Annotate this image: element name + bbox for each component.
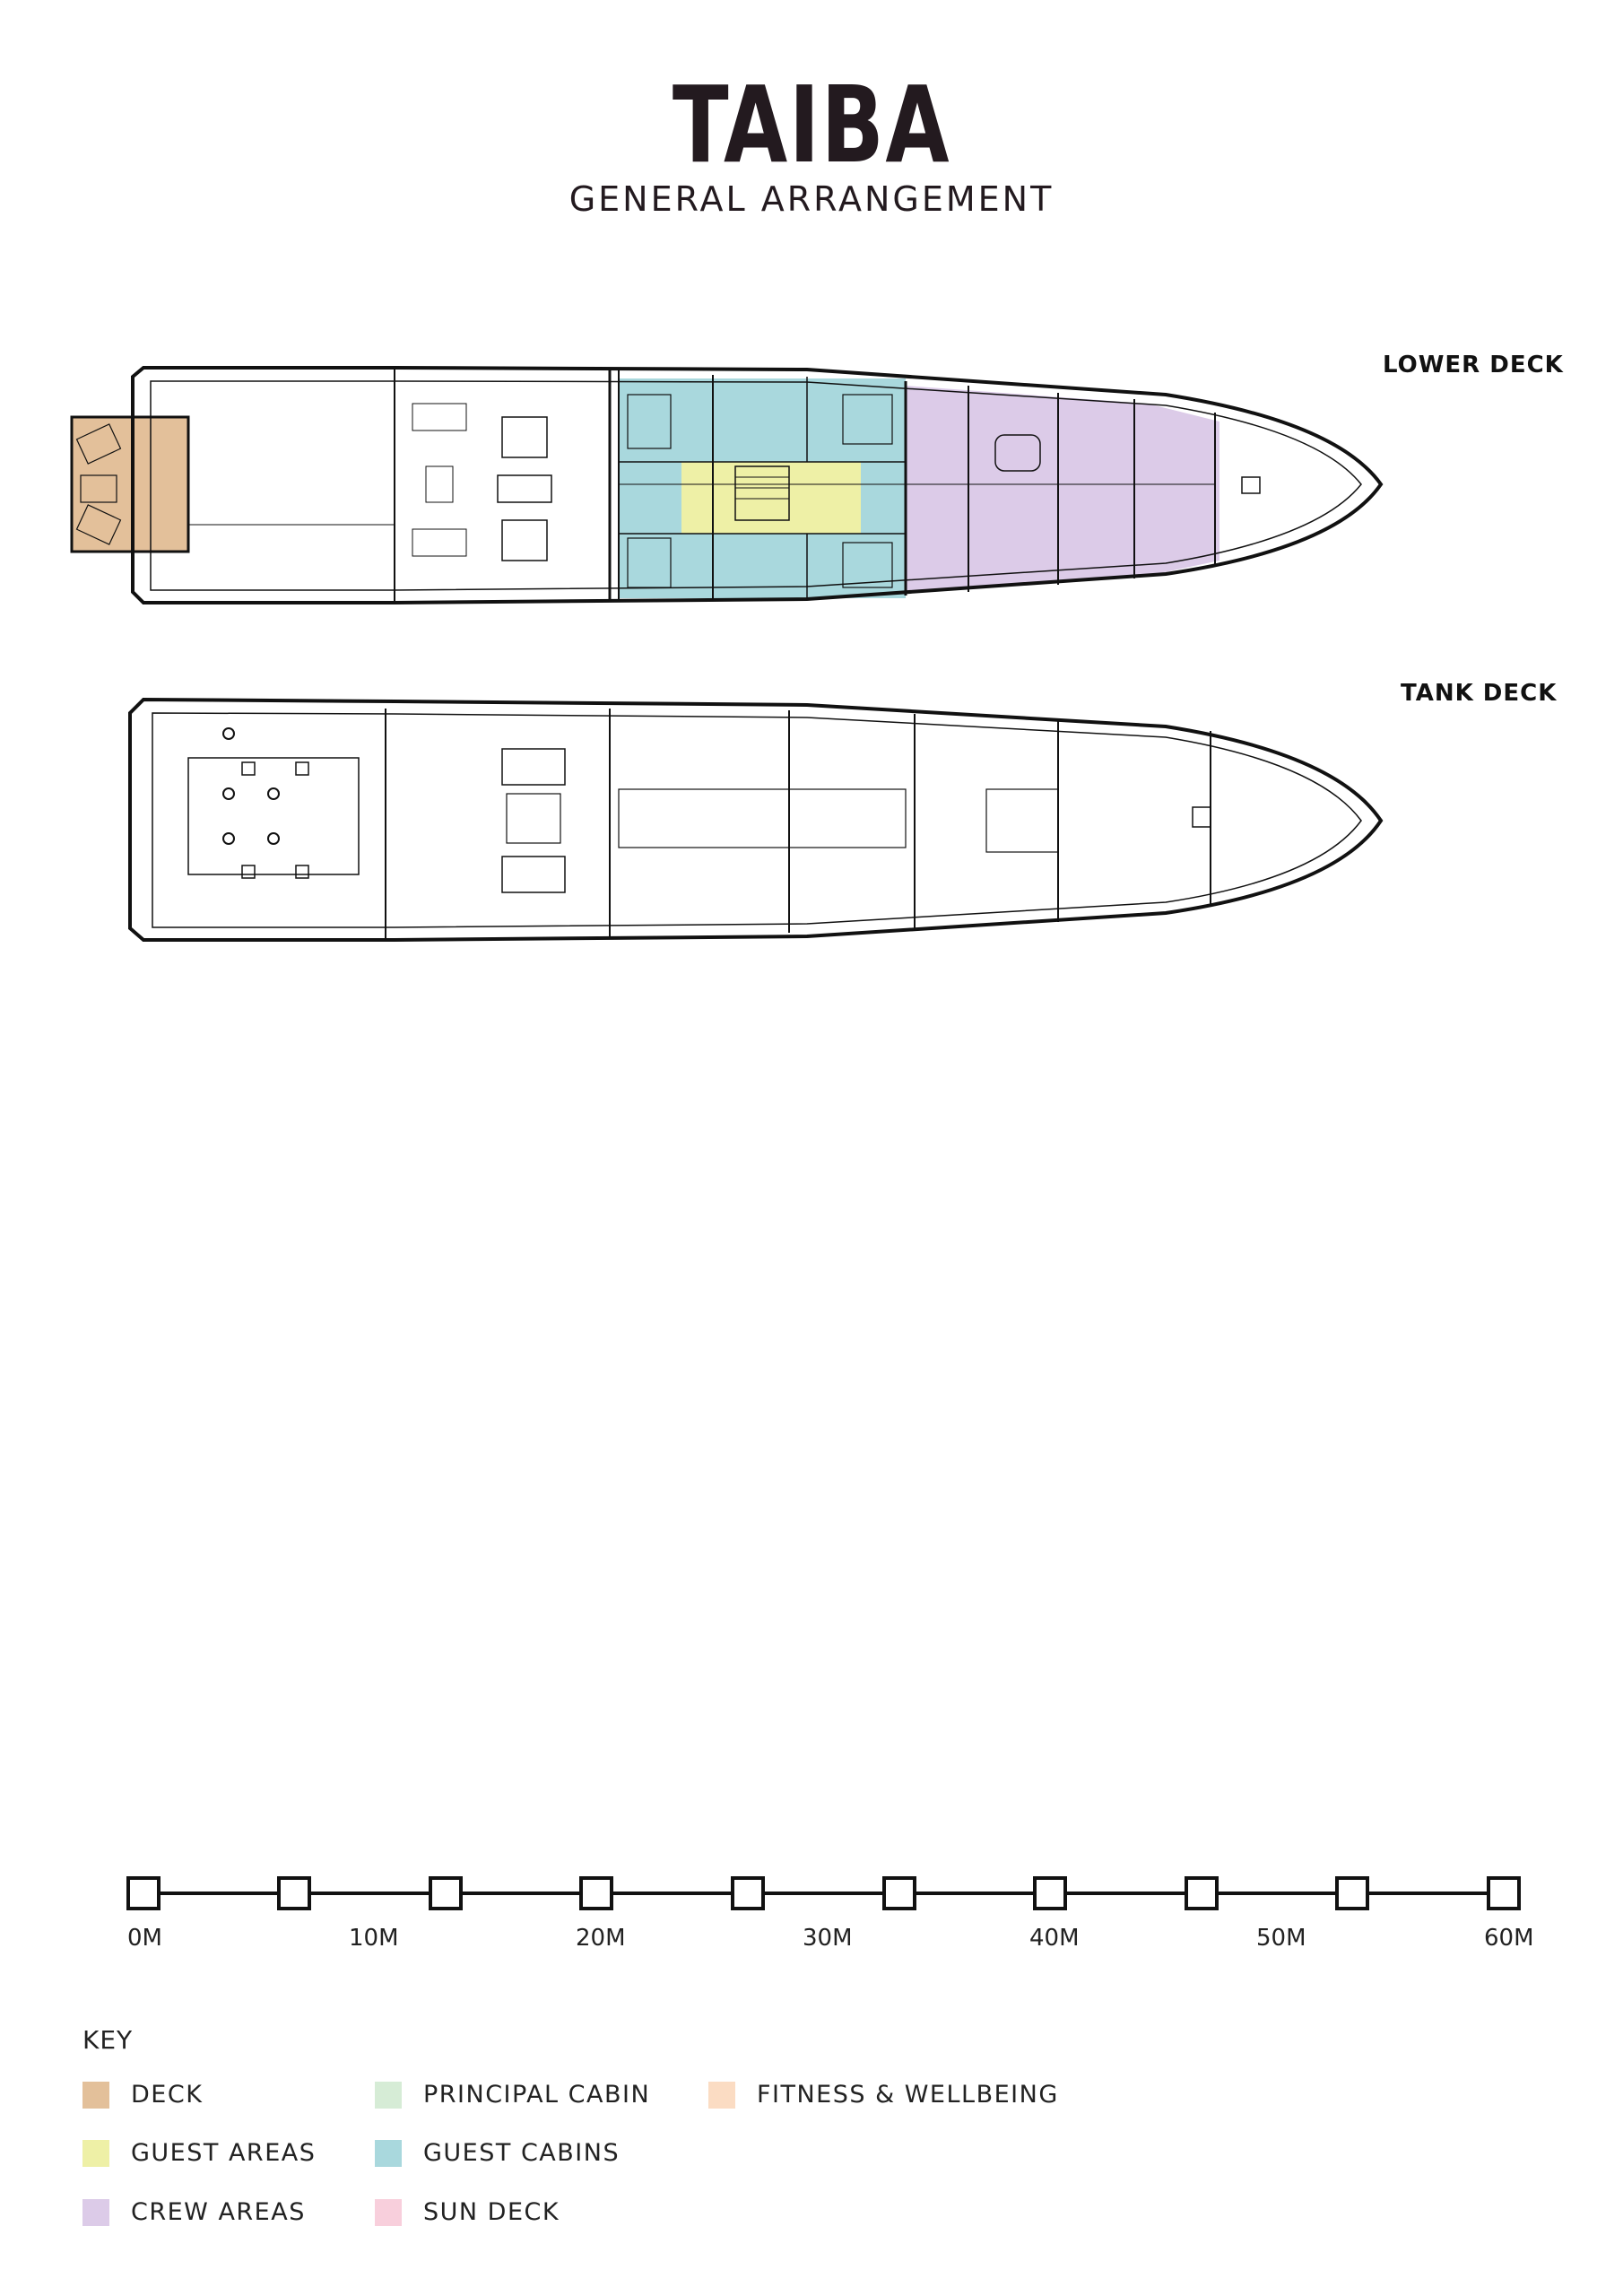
key-label: GUEST AREAS [131,2139,317,2167]
key-swatch [82,2198,109,2226]
key-item-guest-areas: GUEST AREAS [82,2139,316,2167]
scale-bar [126,1876,1521,1910]
scale-label-0m: 0M [127,1925,162,1952]
key-item-fitness-wellbeing: FITNESS & WELLBEING [708,2081,1059,2109]
lower-deck-hull [131,366,1384,604]
key-label: GUEST CABINS [423,2139,621,2167]
key-label: PRINCIPAL CABIN [423,2081,651,2109]
key-label: FITNESS & WELLBEING [757,2081,1059,2109]
key-swatch [375,2139,402,2167]
key-swatch [375,2081,402,2109]
key-item-principal-cabin: PRINCIPAL CABIN [375,2081,650,2109]
scale-label-30m: 30M [803,1925,853,1952]
scale-label-20m: 20M [576,1925,626,1952]
key-label: SUN DECK [423,2198,560,2226]
crew-areas [906,386,1219,594]
tank-deck-hull [128,697,1384,942]
lower-deck-plan [70,366,1384,604]
scale-label-40m: 40M [1029,1925,1080,1952]
key-item-guest-cabins: GUEST CABINS [375,2139,620,2167]
scale-label-60m: 60M [1484,1925,1534,1952]
scale-label-50m: 50M [1256,1925,1306,1952]
page-subtitle: GENERAL ARRANGEMENT [568,179,1055,219]
key-swatch [82,2081,109,2109]
key-swatch [708,2081,735,2109]
lower-deck-label: LOWER DECK [1383,352,1564,378]
tank-deck-label: TANK DECK [1401,680,1558,707]
key-label: CREW AREAS [131,2198,306,2226]
key-swatch [82,2139,109,2167]
page-title: TAIBA [672,63,951,187]
key-item-crew-areas: CREW AREAS [82,2198,306,2226]
deck-area [70,415,190,553]
guest-areas-lobby [681,462,861,534]
tank-deck-plan [128,697,1384,942]
key-item-sun-deck: SUN DECK [375,2198,560,2226]
key-label: DECK [131,2081,204,2109]
key-title: KEY [82,2025,134,2055]
key-item-deck: DECK [82,2081,203,2109]
scale-label-10m: 10M [349,1925,399,1952]
key-swatch [375,2198,402,2226]
